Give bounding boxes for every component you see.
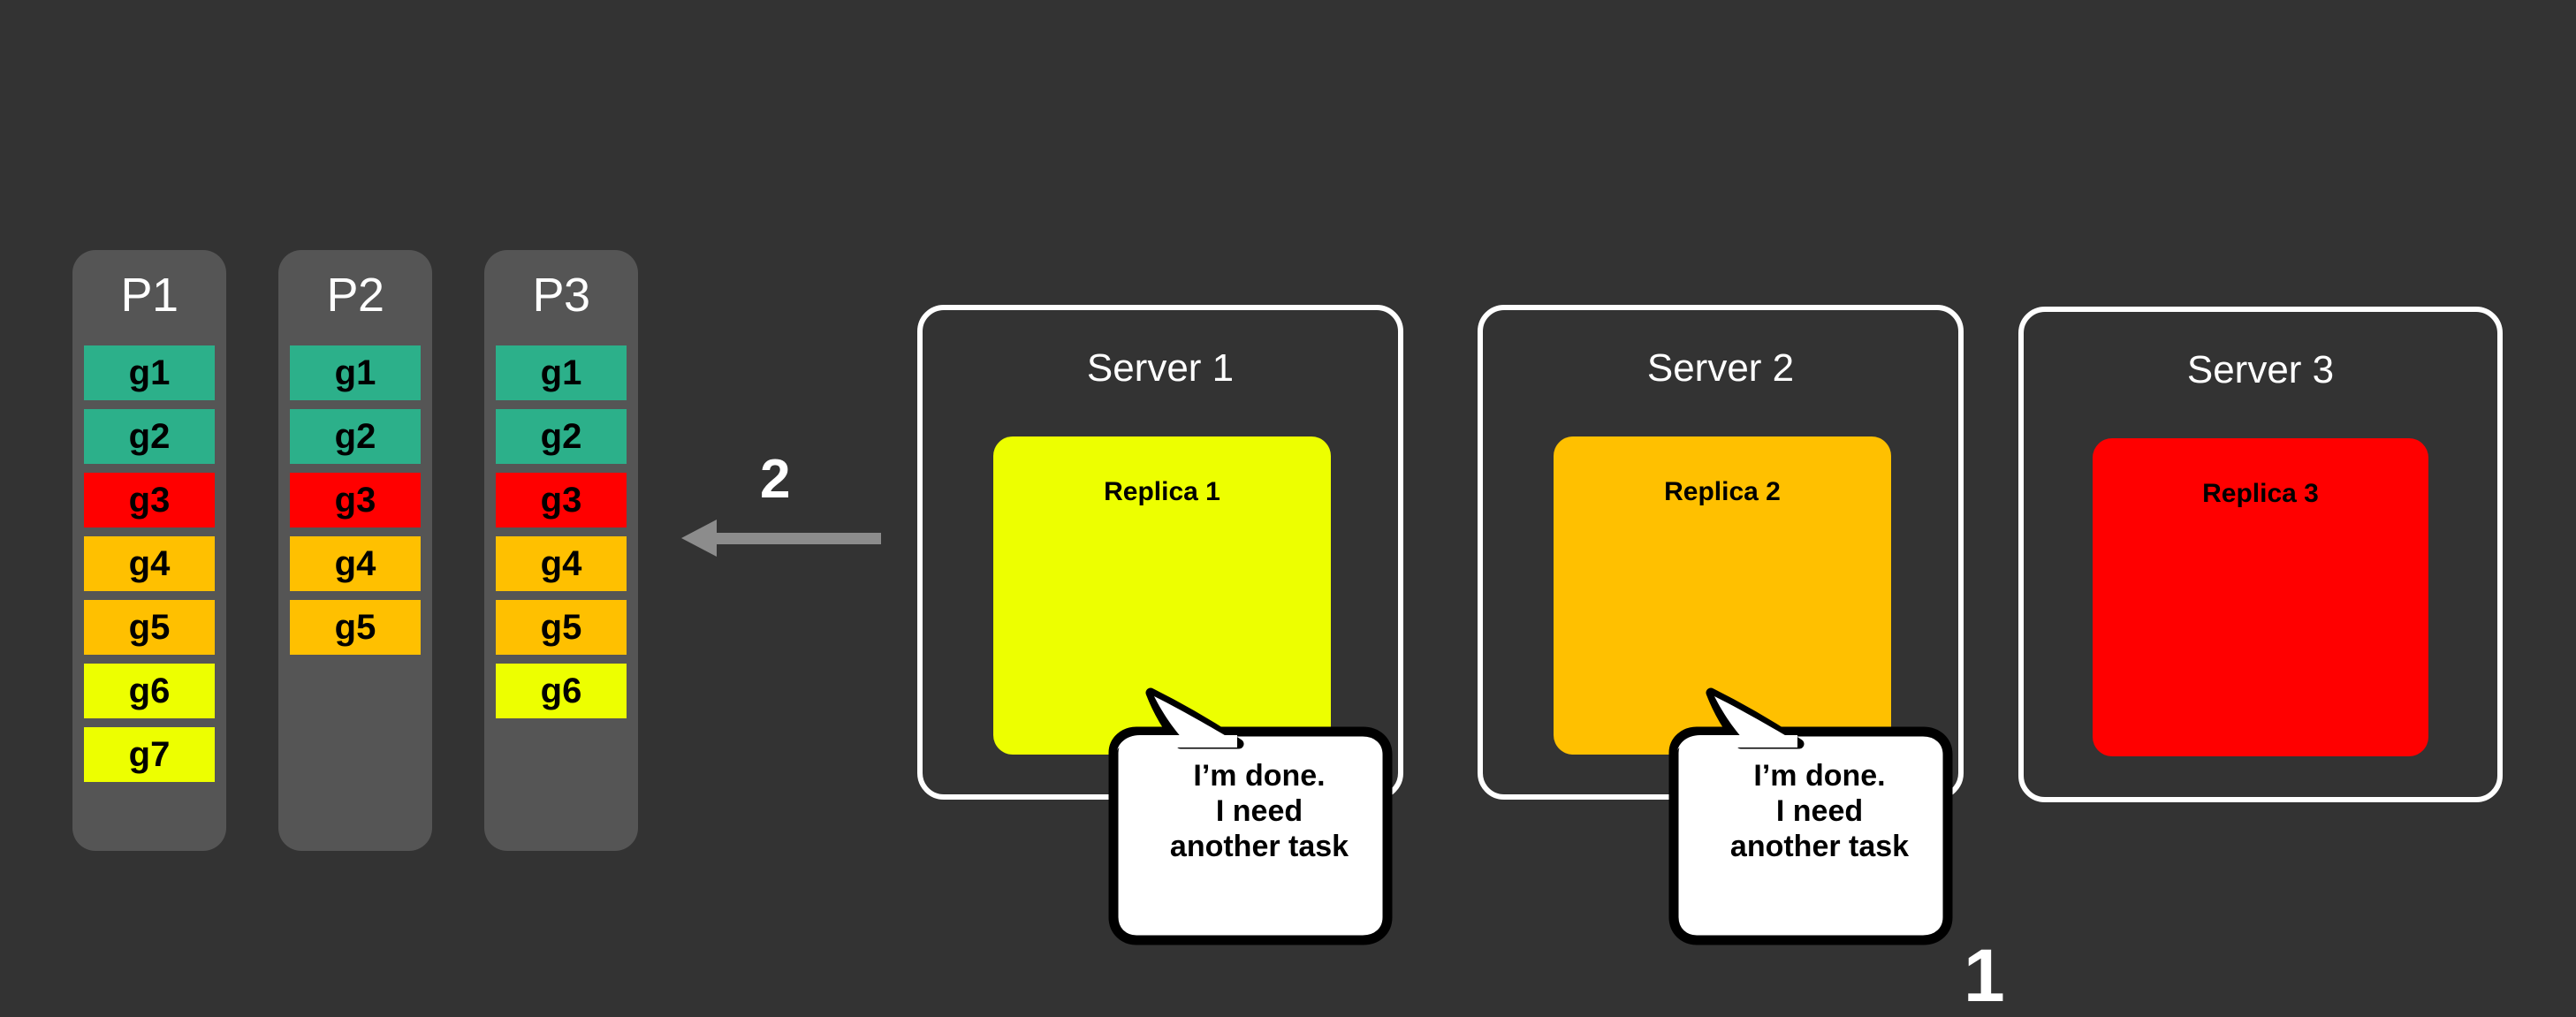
group-block[interactable]: g4 [84,536,215,591]
group-block-label: g1 [128,353,171,392]
group-block-label: g5 [540,608,582,647]
partition-p1-title: P1 [120,269,179,322]
group-block[interactable]: g1 [290,345,421,400]
group-block-label: g2 [540,417,582,456]
replica-3-label: Replica 3 [2202,479,2319,508]
group-block-label: g4 [128,544,171,583]
group-block[interactable]: g3 [290,473,421,527]
group-block[interactable]: g5 [496,600,627,655]
server-1-title: Server 1 [1086,346,1235,390]
replica-2-label: Replica 2 [1664,477,1781,506]
group-block-label: g5 [128,608,171,647]
group-block[interactable]: g2 [496,409,627,464]
speech-bubble-1-text: I’m done. I need another task [1169,759,1349,864]
group-block-label: g4 [334,544,376,583]
group-block[interactable]: g2 [84,409,215,464]
speech-bubble-server-2[interactable]: I’m done. I need another task [1665,687,1974,954]
partition-p2[interactable]: P2 g1 g2 g3 g4 g5 [278,250,432,851]
group-block-label: g3 [540,481,582,520]
speech-bubble-2-shape [1668,687,1953,945]
partition-p3[interactable]: P3 g1 g2 g3 g4 g5 g6 [484,250,638,851]
step-number-one: 1 [1964,934,2005,1017]
group-block[interactable]: g5 [84,600,215,655]
group-block-label: g5 [334,608,376,647]
group-block-label: g2 [334,417,376,456]
speech-bubble-2-text: I’m done. I need another task [1729,759,1910,864]
group-block[interactable]: g4 [290,536,421,591]
group-block[interactable]: g2 [290,409,421,464]
step-number-two: 2 [760,449,791,510]
group-block[interactable]: g3 [496,473,627,527]
group-block-label: g6 [128,672,171,710]
group-block-label: g1 [334,353,376,392]
group-block[interactable]: g6 [496,664,627,718]
partition-p1[interactable]: P1 g1 g2 g3 g4 g5 g6 g7 [72,250,226,851]
partition-p3-group-stack: g1 g2 g3 g4 g5 g6 [496,345,627,727]
group-block-label: g3 [128,481,171,520]
server-3-title: Server 3 [2186,348,2335,391]
partition-p1-group-stack: g1 g2 g3 g4 g5 g6 g7 [84,345,215,791]
server-2-title: Server 2 [1646,346,1795,390]
server-box-3[interactable]: Server 3 [2018,307,2503,802]
group-block[interactable]: g3 [84,473,215,527]
group-block[interactable]: g6 [84,664,215,718]
speech-bubble-1-shape [1108,687,1393,945]
group-block-label: g7 [128,735,171,774]
replica-1-label: Replica 1 [1104,477,1220,506]
arrow-head-icon [681,520,717,557]
group-block-label: g2 [128,417,171,456]
group-block-label: g6 [540,672,582,710]
group-block[interactable]: g1 [84,345,215,400]
partition-p2-title: P2 [326,269,384,322]
group-block[interactable]: g4 [496,536,627,591]
group-block[interactable]: g1 [496,345,627,400]
replica-box-3[interactable]: Replica 3 [2093,438,2428,756]
partition-p2-group-stack: g1 g2 g3 g4 g5 [290,345,421,664]
transfer-arrow-left [681,520,911,558]
partition-p3-title: P3 [532,269,590,322]
speech-bubble-server-1[interactable]: I’m done. I need another task [1105,687,1414,954]
group-block[interactable]: g5 [290,600,421,655]
group-block-label: g4 [540,544,582,583]
group-block-label: g1 [540,353,582,392]
group-block[interactable]: g7 [84,727,215,782]
arrow-shaft [713,533,881,544]
group-block-label: g3 [334,481,376,520]
